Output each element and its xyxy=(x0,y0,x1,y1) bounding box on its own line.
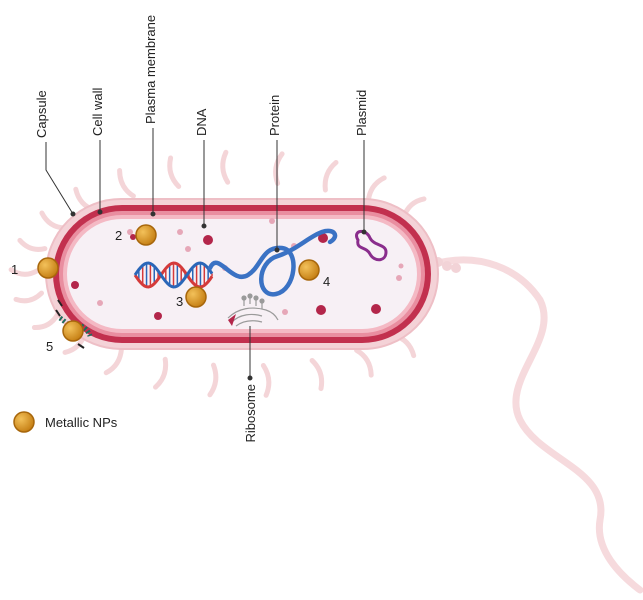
site-number-4: 4 xyxy=(323,274,330,289)
flagellum xyxy=(426,256,643,594)
capsule-label: Capsule xyxy=(34,90,49,138)
legend-label: Metallic NPs xyxy=(45,415,118,430)
pilus xyxy=(17,237,48,252)
nanoparticle-4 xyxy=(298,259,320,281)
nanoparticle-1 xyxy=(37,257,59,279)
pilus xyxy=(153,356,169,390)
membrane-disruption xyxy=(55,299,93,349)
pilus xyxy=(322,160,339,193)
cell-wall-label: Cell wall xyxy=(90,87,105,136)
pilus xyxy=(220,149,231,185)
site-number-1: 1 xyxy=(11,262,18,277)
legend-nanoparticle-icon xyxy=(13,411,35,433)
plasmid-label: Plasmid xyxy=(354,90,369,136)
pilus xyxy=(260,363,272,398)
protein-label: Protein xyxy=(267,95,282,136)
site-number-5: 5 xyxy=(46,339,53,354)
pilus xyxy=(207,362,219,398)
cytoplasm xyxy=(67,219,417,329)
pilus xyxy=(117,168,136,199)
pilus xyxy=(354,347,374,378)
protein-chain xyxy=(207,228,338,297)
pilus xyxy=(103,345,124,376)
legend: Metallic NPs xyxy=(13,411,118,433)
site-number-3: 3 xyxy=(176,294,183,309)
ribosome-label: Ribosome xyxy=(243,384,258,443)
nanoparticle-5 xyxy=(62,320,84,342)
site-number-2: 2 xyxy=(115,228,122,243)
granules xyxy=(71,218,404,320)
pilus xyxy=(13,290,44,304)
pilus xyxy=(39,210,67,231)
pilus xyxy=(365,175,387,204)
pilus xyxy=(31,311,61,331)
ribosome xyxy=(227,293,279,327)
plasma-membrane-label: Plasma membrane xyxy=(143,15,158,124)
nanoparticle-3 xyxy=(185,286,207,308)
dna-label: DNA xyxy=(194,108,209,136)
pilus xyxy=(309,358,325,392)
dna-helix xyxy=(133,261,214,289)
nanoparticle-2 xyxy=(135,224,157,246)
pilus xyxy=(8,267,40,277)
leader-lines xyxy=(45,128,367,381)
pilus xyxy=(167,155,182,189)
dna-strand-blue xyxy=(133,261,214,289)
